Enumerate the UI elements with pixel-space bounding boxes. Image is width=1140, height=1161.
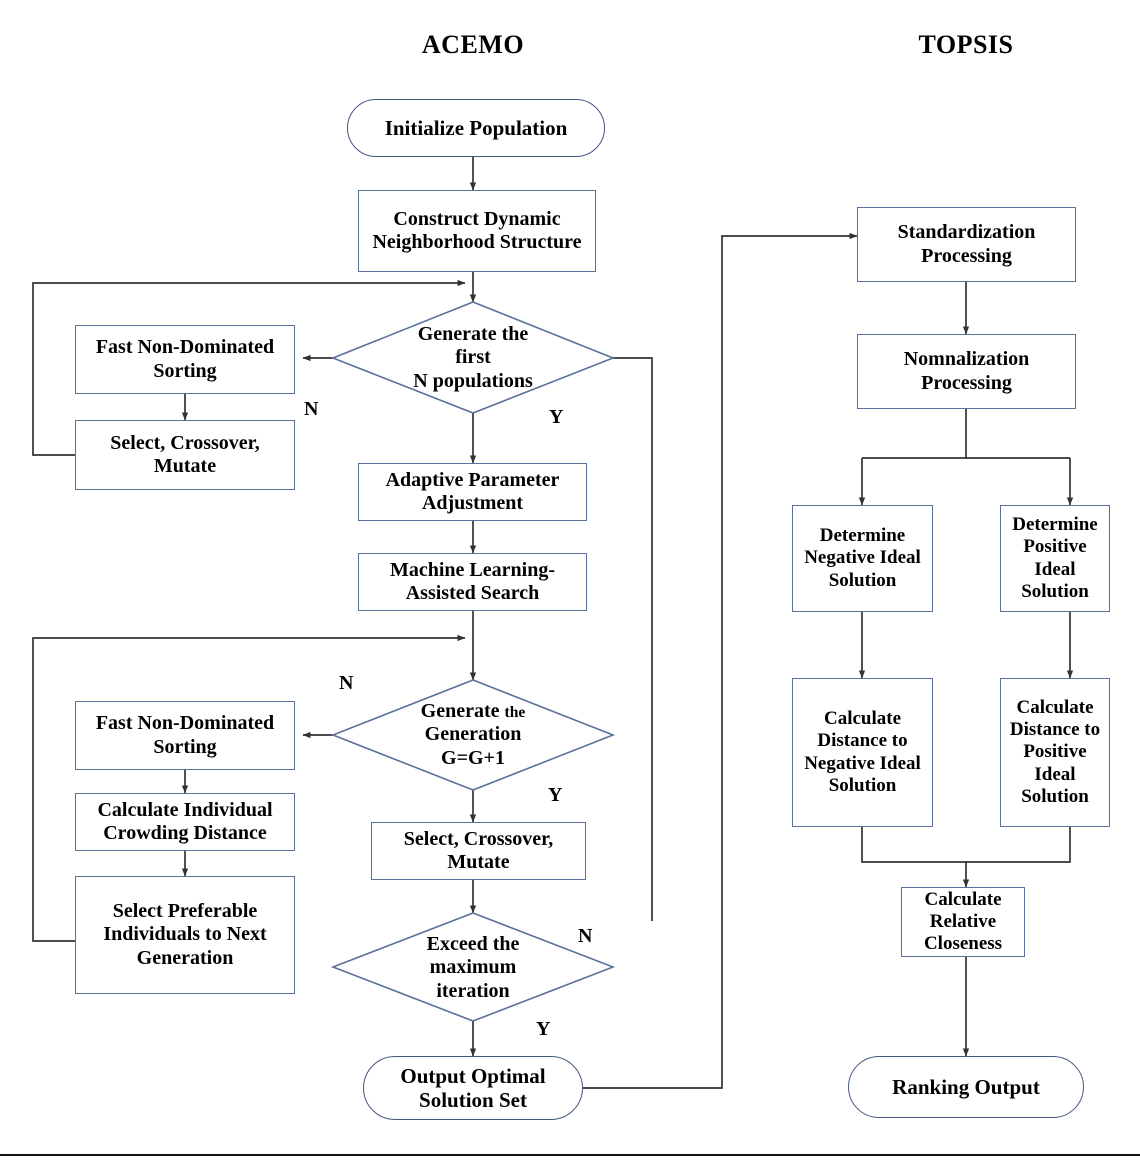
diamond-generate-first-n: [330, 301, 616, 414]
node-select-crossover-mutate-2[interactable]: Select, Crossover, Mutate: [371, 822, 586, 880]
node-determine-positive-ideal-solution[interactable]: Determine Positive Ideal Solution: [1000, 505, 1110, 612]
node-select-preferable-individuals[interactable]: Select Preferable Individuals to Next Ge…: [75, 876, 295, 994]
node-calculate-relative-closeness[interactable]: Calculate Relative Closeness: [901, 887, 1025, 957]
diamond-generate-generation: [330, 679, 616, 791]
node-determine-negative-ideal-solution[interactable]: Determine Negative Ideal Solution: [792, 505, 933, 612]
edge-preferable-loopback: [32, 634, 466, 942]
node-output-optimal-solution-set[interactable]: Output Optimal Solution Set: [363, 1056, 583, 1120]
column-header-topsis: TOPSIS: [918, 30, 1014, 59]
bottom-rule: [0, 1154, 1140, 1156]
node-ranking-output[interactable]: Ranking Output: [848, 1056, 1084, 1118]
node-initialize-population[interactable]: Initialize Population: [347, 99, 605, 157]
diamond-exceed-maximum-iteration: [330, 912, 616, 1022]
node-calculate-distance-positive[interactable]: Calculate Distance to Positive Ideal Sol…: [1000, 678, 1110, 827]
branch-label-gen-generation-no: N: [339, 672, 354, 694]
edge-scm1-loopback: [32, 279, 466, 456]
node-nomnalization-processing[interactable]: Nomnalization Processing: [857, 334, 1076, 409]
branch-label-gen-first-n-yes: Y: [549, 406, 564, 428]
branch-label-exceed-yes: Y: [536, 1018, 551, 1040]
node-calculate-distance-negative[interactable]: Calculate Distance to Negative Ideal Sol…: [792, 678, 933, 827]
node-fast-non-dominated-sorting-2[interactable]: Fast Non-Dominated Sorting: [75, 701, 295, 770]
edge-output-to-standardization: [583, 232, 858, 1089]
edge-exceed-no-to-gen1: [580, 354, 653, 921]
node-machine-learning-assisted-search[interactable]: Machine Learning-Assisted Search: [358, 553, 587, 611]
node-fast-non-dominated-sorting-1[interactable]: Fast Non-Dominated Sorting: [75, 325, 295, 394]
node-adaptive-parameter-adjustment[interactable]: Adaptive Parameter Adjustment: [358, 463, 587, 521]
node-calculate-crowding-distance[interactable]: Calculate Individual Crowding Distance: [75, 793, 295, 851]
branch-label-exceed-no: N: [578, 925, 593, 947]
branch-label-gen-first-n-no: N: [304, 398, 319, 420]
node-select-crossover-mutate-1[interactable]: Select, Crossover, Mutate: [75, 420, 295, 490]
column-header-acemo: ACEMO: [421, 30, 525, 59]
node-standardization-processing[interactable]: Standardization Processing: [857, 207, 1076, 282]
node-construct-dynamic-neighborhood[interactable]: Construct Dynamic Neighborhood Structure: [358, 190, 596, 272]
branch-label-gen-generation-yes: Y: [548, 784, 563, 806]
edge-merge-bar: [861, 827, 1071, 863]
